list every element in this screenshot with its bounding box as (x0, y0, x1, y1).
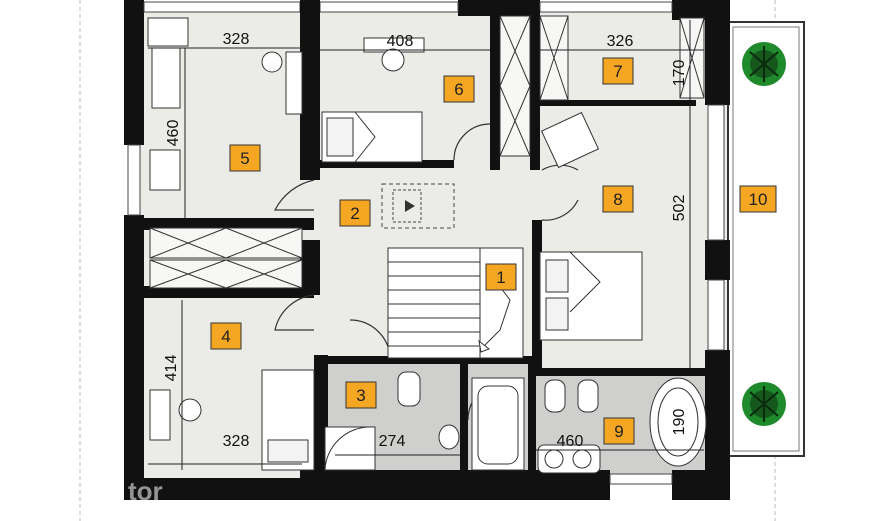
dim-room9-width: 460 (557, 433, 584, 450)
room-label-9: 9 (603, 417, 635, 445)
plant-icon (742, 382, 786, 426)
windows (127, 1, 725, 485)
dim-room7-width: 326 (607, 33, 634, 50)
room-label-2: 2 (339, 199, 371, 227)
dim-room7-depth: 170 (671, 60, 688, 87)
room-label-6: 6 (443, 75, 475, 103)
room-label-4: 4 (210, 322, 242, 350)
watermark: tor (128, 476, 163, 506)
svg-text:10: 10 (749, 190, 768, 209)
attic-hatch (381, 183, 455, 229)
dim-room5-width: 328 (223, 31, 250, 48)
room-label-3: 3 (345, 381, 377, 409)
svg-text:8: 8 (613, 190, 622, 209)
dim-bathtub: 190 (671, 409, 688, 436)
desks-and-chairs (147, 17, 600, 441)
svg-text:6: 6 (454, 80, 463, 99)
plant-icon (742, 42, 786, 86)
sanitary-fixtures (324, 371, 707, 474)
room-label-8: 8 (602, 185, 634, 213)
dim-room3-width: 274 (379, 433, 406, 450)
dim-room4-width: 328 (223, 433, 250, 450)
dimension-lines (148, 20, 704, 470)
exterior-walls (124, 0, 730, 500)
beds (261, 111, 643, 471)
room-label-5: 5 (229, 144, 261, 172)
room-label-10: 10 (739, 185, 777, 213)
svg-text:7: 7 (613, 62, 622, 81)
room-label-7: 7 (602, 57, 634, 85)
svg-text:9: 9 (614, 422, 623, 441)
svg-text:3: 3 (356, 386, 365, 405)
svg-text:4: 4 (221, 327, 230, 346)
interior-walls (144, 0, 708, 475)
wardrobes (149, 15, 705, 289)
room-label-1: 1 (485, 263, 517, 291)
dim-room8-depth: 502 (671, 195, 688, 222)
svg-text:1: 1 (496, 268, 505, 287)
dim-room4-depth: 414 (163, 355, 180, 382)
svg-text:2: 2 (350, 204, 359, 223)
svg-text:5: 5 (240, 149, 249, 168)
dim-room6-width: 408 (387, 33, 414, 50)
dim-room5-depth: 460 (165, 120, 182, 147)
